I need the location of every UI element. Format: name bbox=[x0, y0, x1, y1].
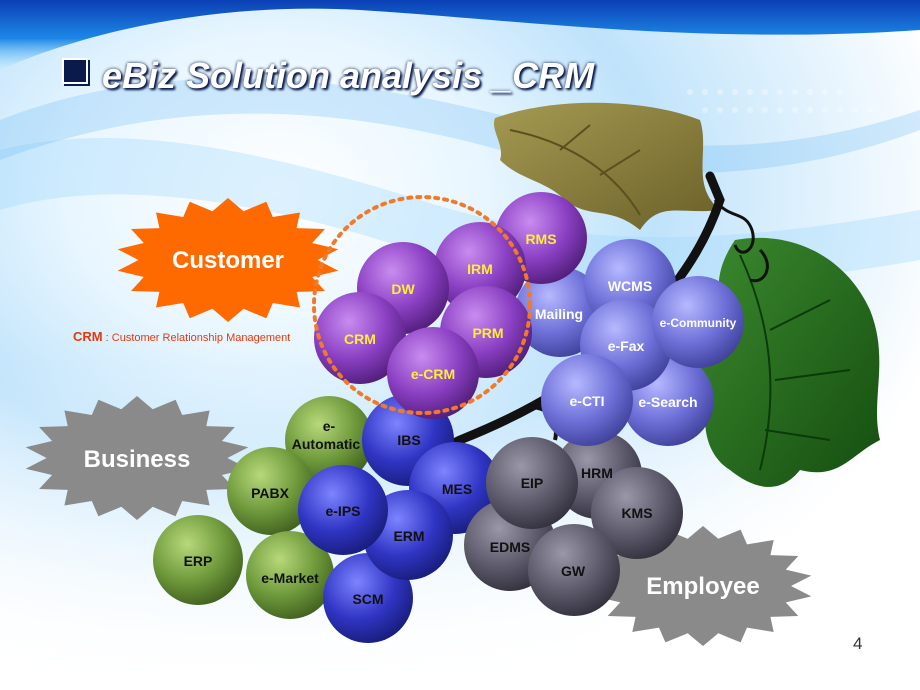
grape-e-market bbox=[246, 531, 334, 619]
label-pabx: PABX bbox=[251, 485, 290, 501]
page-number: 4 bbox=[853, 634, 863, 653]
label-mailing: Mailing bbox=[535, 306, 583, 322]
label-wcms: WCMS bbox=[608, 278, 652, 294]
grape-e-community bbox=[652, 276, 744, 368]
dot-pattern bbox=[687, 89, 873, 113]
grape-kms bbox=[591, 467, 683, 559]
customer-starburst bbox=[117, 198, 339, 322]
green-leaf bbox=[700, 237, 880, 487]
label-e-automatic: Automatic bbox=[292, 436, 361, 452]
grape-e-crm bbox=[387, 327, 479, 419]
label-erp: ERP bbox=[184, 553, 213, 569]
label-erm: ERM bbox=[393, 528, 424, 544]
crm-definition-text: : Customer Relationship Management bbox=[102, 332, 291, 344]
top-band bbox=[0, 0, 920, 70]
olive-leaf-veins bbox=[509, 124, 641, 216]
label-crm: CRM bbox=[344, 331, 376, 347]
label-gw: GW bbox=[561, 563, 586, 579]
label-kms: KMS bbox=[621, 505, 652, 521]
grape-pabx bbox=[227, 447, 315, 535]
label-prm: PRM bbox=[472, 325, 503, 341]
page-title-text: eBiz Solution analysis _CRM bbox=[102, 55, 595, 96]
grape-e-automatic bbox=[285, 396, 373, 484]
label-e-cti: e-CTI bbox=[570, 393, 605, 409]
grape-group-purple bbox=[314, 192, 587, 419]
label-e-search: e-Search bbox=[638, 394, 697, 410]
employee-label: Employee bbox=[646, 573, 759, 600]
crm-dotted-circle bbox=[312, 195, 532, 415]
label-scm: SCM bbox=[352, 591, 383, 607]
label-e-fax: e-Fax bbox=[608, 338, 645, 354]
label-e-market: e-Market bbox=[261, 570, 319, 586]
grape-gw bbox=[528, 524, 620, 616]
label-hrm: HRM bbox=[581, 465, 613, 481]
grape-erp bbox=[153, 515, 243, 605]
label-rms: RMS bbox=[525, 231, 556, 247]
business-starburst bbox=[25, 396, 249, 520]
light-streak bbox=[0, 138, 920, 282]
crm-abbr: CRM bbox=[73, 329, 103, 344]
checkbox-bullet-icon bbox=[62, 58, 88, 84]
grape-eip bbox=[486, 437, 578, 529]
vine-tendril bbox=[713, 199, 755, 254]
label-e-automatic-1: e- bbox=[323, 418, 336, 434]
business-label: Business bbox=[84, 446, 191, 473]
label-dw: DW bbox=[391, 281, 415, 297]
label-e-crm: e-CRM bbox=[411, 366, 455, 382]
vine-tendril-2 bbox=[749, 248, 769, 283]
label-eip: EIP bbox=[521, 475, 544, 491]
grape-group-gray bbox=[464, 431, 683, 616]
label-e-ips: e-IPS bbox=[325, 503, 360, 519]
green-leaf-veins bbox=[739, 254, 851, 471]
crm-definition: CRM : Customer Relationship Management bbox=[73, 329, 290, 344]
label-e-community: e-Community bbox=[660, 316, 737, 330]
label-irm: IRM bbox=[467, 261, 493, 277]
grape-crm bbox=[314, 292, 406, 384]
grape-e-cti bbox=[541, 354, 633, 446]
customer-label: Customer bbox=[172, 247, 284, 274]
grape-group-green bbox=[153, 396, 373, 619]
grape-e-ips bbox=[298, 465, 388, 555]
label-ibs: IBS bbox=[397, 432, 420, 448]
olive-leaf bbox=[493, 102, 720, 230]
label-edms: EDMS bbox=[490, 539, 530, 555]
label-mes: MES bbox=[442, 481, 472, 497]
grape-group-lavender bbox=[515, 239, 744, 446]
page-title: eBiz Solution analysis _CRM bbox=[62, 55, 594, 97]
